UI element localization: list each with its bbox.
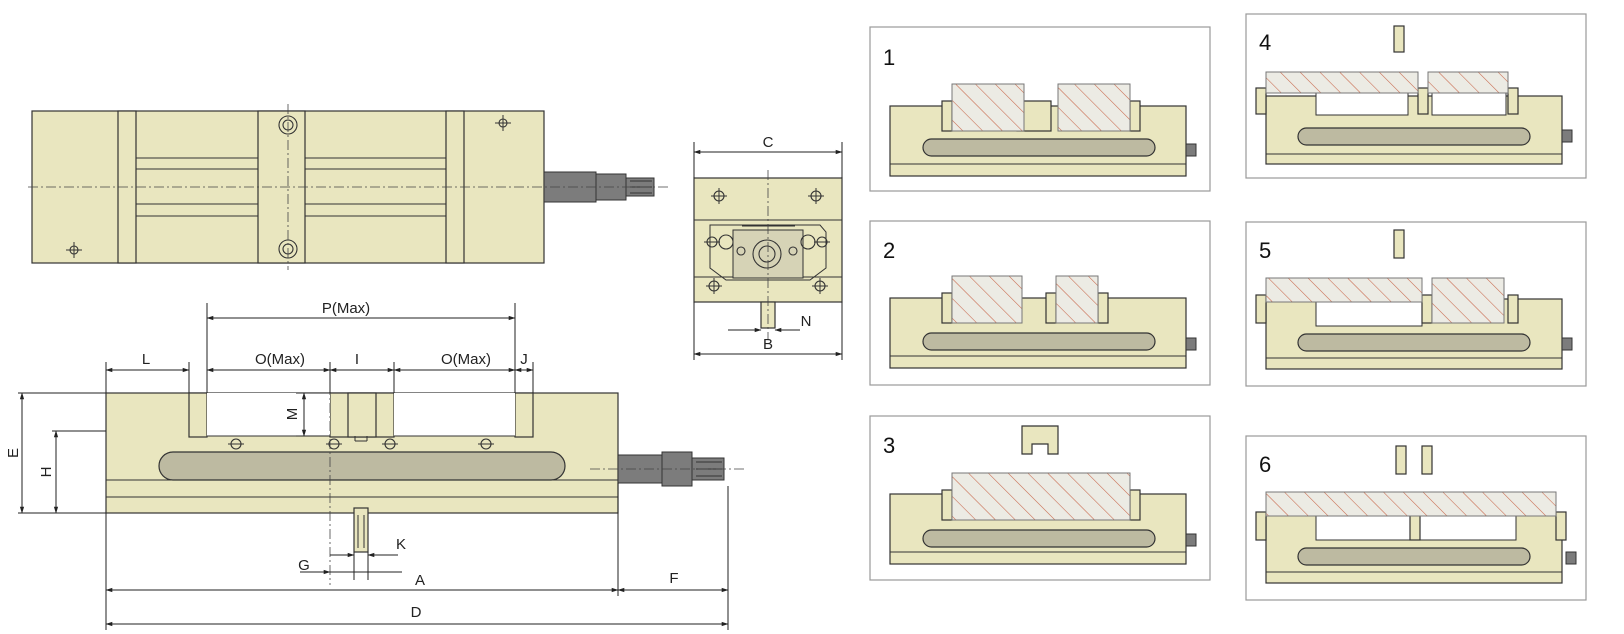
side-view-holes: [704, 188, 830, 294]
top-view-small-hole: [66, 115, 511, 258]
dim-label-l: L: [142, 351, 150, 368]
front-view-dimensions: P(Max) L O(Max) I O(Max) J M E H G: [5, 300, 729, 630]
dim-label-b: B: [763, 336, 773, 353]
config-panel-1: 1: [869, 26, 1211, 192]
dim-label-o-left: O(Max): [255, 351, 305, 368]
top-view: [28, 104, 668, 270]
config-panel-3: 3: [869, 415, 1211, 581]
dim-label-d: D: [411, 604, 422, 621]
config-number-1: 1: [883, 45, 895, 70]
config-number-5: 5: [1259, 238, 1271, 263]
front-view-bolt: [228, 438, 494, 450]
config-panel-5: 5: [1245, 221, 1587, 387]
config-number-6: 6: [1259, 452, 1271, 477]
config-number-2: 2: [883, 238, 895, 263]
dim-label-e: E: [5, 448, 22, 458]
dim-label-o-right: O(Max): [441, 351, 491, 368]
dim-label-f: F: [669, 570, 678, 587]
config-number-4: 4: [1259, 30, 1271, 55]
config-number-3: 3: [883, 433, 895, 458]
dim-label-p: P(Max): [322, 300, 370, 317]
dim-label-n: N: [801, 313, 812, 330]
dim-label-g: G: [298, 557, 310, 574]
dim-label-m: M: [284, 408, 301, 421]
side-view: [693, 170, 843, 340]
dim-label-j: J: [520, 351, 528, 368]
dim-label-a: A: [415, 572, 425, 589]
dim-label-k: K: [396, 536, 406, 553]
config-panel-2: 2: [869, 220, 1211, 386]
dim-label-h: H: [38, 467, 55, 478]
config-panel-6: 6: [1245, 435, 1587, 601]
dim-label-i: I: [355, 351, 359, 368]
side-view-dimensions: C B N: [693, 134, 843, 360]
config-panel-4: 4: [1245, 13, 1587, 179]
front-view: [105, 385, 745, 585]
dim-label-c: C: [763, 134, 774, 151]
